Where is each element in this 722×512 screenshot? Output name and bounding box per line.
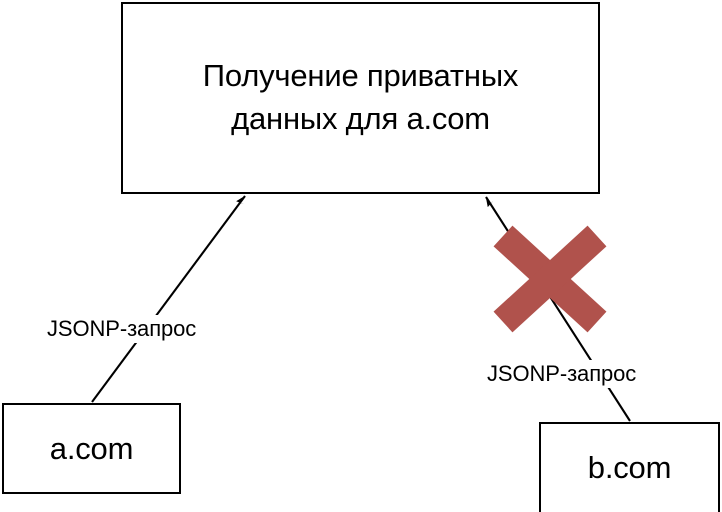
node-main-label: Получение приватных данных для a.com — [202, 55, 519, 141]
node-main-line-2: данных для a.com — [231, 101, 490, 136]
cross-mark-icon — [493, 225, 607, 333]
edge-label-a-request: JSONP-запрос — [44, 315, 200, 343]
node-a-com: a.com — [2, 403, 181, 494]
connector-a-to-main — [91, 195, 246, 403]
node-main-process: Получение приватных данных для a.com — [121, 2, 600, 194]
node-a-com-label: a.com — [49, 430, 134, 466]
node-b-com-label: b.com — [587, 450, 672, 485]
edge-label-b-request: JSONP-запрос — [484, 360, 640, 388]
node-b-com: b.com — [539, 422, 720, 512]
node-main-line-1: Получение приватных — [202, 58, 519, 94]
